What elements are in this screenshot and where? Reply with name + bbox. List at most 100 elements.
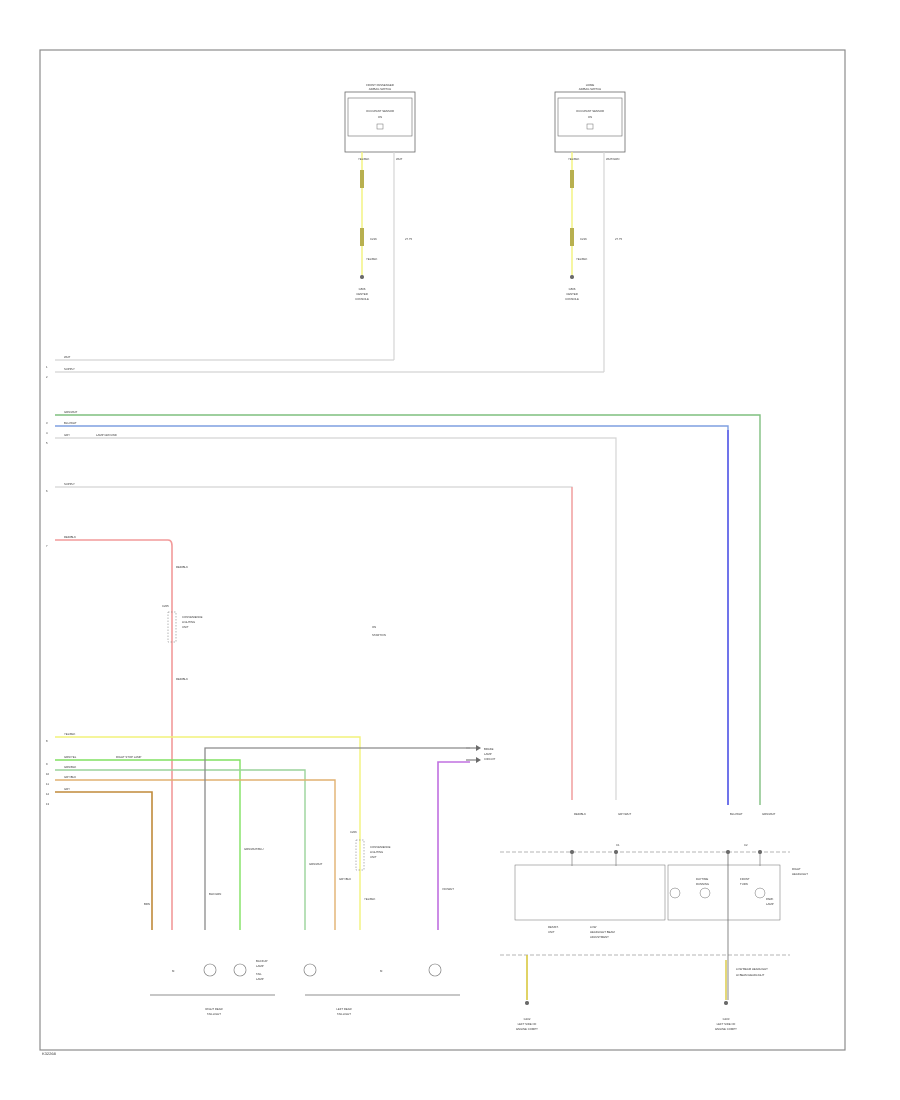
wire-yellow-label: YEL/BLK	[364, 897, 375, 901]
ground-note-2: HI BEAM HEADLIGHT	[736, 973, 765, 977]
module-right-title-1: HOME	[586, 83, 595, 87]
module-right-wire-b-label: WHT/GRN	[606, 157, 619, 161]
module-right: HOME AIRBAG SWITCH OCCUPANT SENSOR ON	[554, 83, 626, 153]
bus-row5-label-b: LAMP GROUND	[96, 433, 117, 437]
brake-arrow-label-3: CIRCUIT	[484, 757, 496, 761]
connector-c2: C2	[744, 843, 748, 847]
ground-left-1: G102	[524, 1017, 531, 1021]
headlight-assembly: RED/BLK GRY/WHT BLU/WHT GRN/WHT C1 C2 RI…	[500, 812, 808, 1031]
lower-row12-label: GRY	[64, 787, 70, 791]
red-wire-lower-label: RED/BLK	[176, 677, 188, 681]
module-right-splice-label: C216	[580, 237, 587, 241]
bus-pin-numbers: 1 2 3 4 5 6 7	[46, 365, 48, 548]
connector-c206-label-1: CONVENIENCE	[370, 845, 391, 849]
bus-colored-lines: GRN/WHT BLU/WHT GRY LAMP GROUND SUPPLY	[55, 410, 761, 805]
bus-pin-5: 5	[46, 441, 48, 445]
bus-row5-label-a: GRY	[64, 433, 70, 437]
right-rear-taillight: M BACKUP LAMP TAIL LAMP RIGHT REAR TAILL…	[150, 959, 275, 1016]
red-wire-label: RED/BLK	[64, 535, 76, 539]
lower-pin-12: 12	[46, 792, 50, 796]
module-right-ground-1: G506	[569, 287, 576, 291]
bus-pin-3: 3	[46, 421, 48, 425]
connector-c205-label-1: CONVENIENCE	[182, 615, 203, 619]
module-right-wire-a-label: YEL/BLK	[568, 157, 579, 161]
legend-on: ON	[372, 625, 376, 629]
bulb-daytime-label: DAYTIME	[696, 877, 708, 881]
module-left-title-2: AIRBAG SWITCH	[369, 87, 391, 91]
connector-c205-label-3: UNIT	[182, 625, 189, 629]
module-left: FRONT PASSENGER AIRBAG SWITCH OCCUPANT S…	[344, 83, 416, 153]
left-taillight-symbol: M	[380, 969, 383, 973]
connector-c206-label-2: LIGHTING	[370, 850, 383, 854]
ground-right-1: G103	[723, 1017, 730, 1021]
right-taillight-text-2: LAMP	[256, 964, 264, 968]
left-taillight-title-2: TAILLIGHT	[337, 1012, 351, 1016]
module-left-wire-b-label: WHT	[396, 157, 403, 161]
ground-left-2: LEFT SIDE OF	[518, 1022, 537, 1026]
resist-unit-label-1: RESIST.	[548, 925, 559, 929]
ground-right-2: LEFT SIDE OF	[717, 1022, 736, 1026]
connector-c205: C205	[162, 604, 169, 608]
module-left-splice-b-label: 27.75	[405, 237, 412, 241]
red-wire-upper-label: RED/BLK	[176, 565, 188, 569]
module-left-ground-2: CENTER	[356, 292, 368, 296]
drop-blue-label: BLU/WHT	[730, 812, 743, 816]
lower-pin-8: 8	[46, 739, 48, 743]
bus-row1-label-b: SUPPLY	[64, 367, 75, 371]
red-supply-circuit: RED/BLK RED/BLK RED/BLK C205 CONVENIENCE…	[55, 535, 203, 930]
lower-row9-label-b: RIGHT STOP LAMP	[116, 755, 141, 759]
drop-green-label: GRN/WHT	[762, 812, 776, 816]
connector-c205-label-2: LIGHTING	[182, 620, 195, 624]
ground-left-3: ENGINE COMPT	[516, 1027, 538, 1031]
legend-start-on: START/ON	[372, 633, 386, 637]
adjust-label-1: LOW	[590, 925, 597, 929]
module-left-ground-3: CONSOLE	[355, 297, 369, 301]
bus-supply-lines: WHT SUPPLY	[55, 355, 604, 373]
module-right-title-2: AIRBAG SWITCH	[579, 87, 601, 91]
bulb-daytime-label-2: RUNNING	[696, 882, 709, 886]
wire-light-green-label: GRN/WHT	[309, 862, 323, 866]
bus-row6-label: SUPPLY	[64, 482, 75, 486]
wire-tan-label: GRY/BLK	[339, 877, 351, 881]
lower-pin-9: 9	[46, 762, 48, 766]
diagram-frame	[39, 49, 846, 1051]
connector-c206: C206	[350, 830, 357, 834]
lower-row11-label: GRY/BLK	[64, 775, 76, 779]
figure-reference: K32268	[42, 1051, 57, 1056]
bus-row1-label-a: WHT	[64, 355, 71, 359]
module-left-inner-1: OCCUPANT SENSOR	[366, 109, 394, 113]
module-right-inner-2: ON	[588, 115, 592, 119]
lower-pin-10: 10	[46, 772, 50, 776]
lower-pin-13: 13	[46, 802, 50, 806]
lower-row10-label: GRN/BLK	[64, 765, 76, 769]
bus-row4-label: BLU/WHT	[64, 421, 77, 425]
right-taillight-symbol: M	[172, 969, 175, 973]
module-left-wires: YEL/BLK WHT C216 27.75 YEL/BLK G506 CENT…	[355, 152, 412, 360]
bulb-park-label: PARK	[766, 897, 774, 901]
connector-c206-label-3: UNIT	[370, 855, 377, 859]
drop-red-label: RED/BLK	[574, 812, 586, 816]
right-taillight-text-4: LAMP	[256, 977, 264, 981]
left-taillight-title-1: LEFT REAR	[336, 1007, 351, 1011]
bus-row3-label: GRN/WHT	[64, 410, 78, 414]
lower-row8-label: YEL/BLK	[64, 732, 75, 736]
connector-c1: C1	[616, 843, 620, 847]
bus-pin-6: 6	[46, 489, 48, 493]
module-left-wire-a-label: YEL/BLK	[358, 157, 369, 161]
bulb-front-label: FRONT	[740, 877, 750, 881]
ground-right-3: ENGINE COMPT	[715, 1027, 737, 1031]
wire-brown-label: BRN	[144, 902, 150, 906]
bus-pin-1: 1	[46, 365, 48, 369]
module-right-wire-bottom-label: YEL/BLK	[576, 257, 587, 261]
module-right-splice-b-label: 27.75	[615, 237, 622, 241]
module-left-inner-2: ON	[378, 115, 382, 119]
ignition-legend: ON START/ON	[372, 625, 386, 637]
drop-gray-label: GRY/WHT	[618, 812, 631, 816]
right-taillight-text-1: BACKUP	[256, 959, 268, 963]
module-right-ground-2: CENTER	[566, 292, 578, 296]
right-taillight-title-2: TAILLIGHT	[207, 1012, 221, 1016]
lower-pin-11: 11	[46, 782, 49, 786]
brake-arrow-label-1: BRAKE	[484, 747, 494, 751]
module-right-inner-1: OCCUPANT SENSOR	[576, 109, 604, 113]
